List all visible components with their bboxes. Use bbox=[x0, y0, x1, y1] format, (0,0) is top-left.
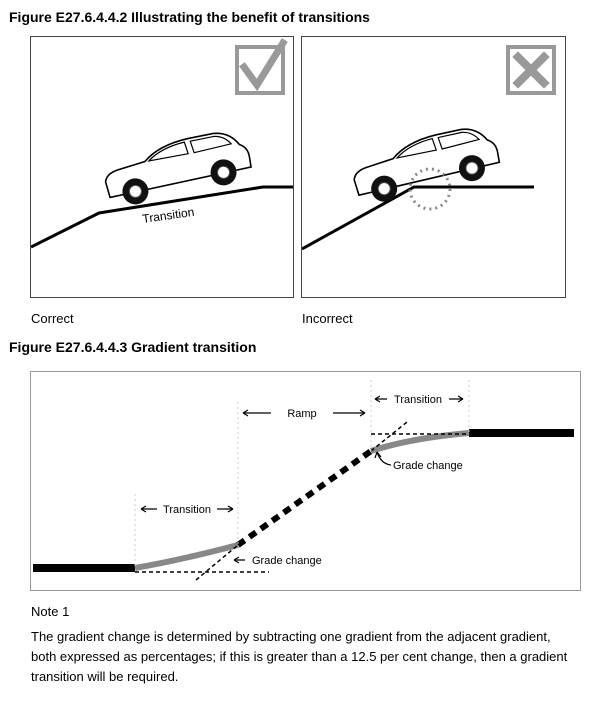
correct-panel: Transition bbox=[30, 36, 294, 298]
ramp-dimension: Ramp bbox=[242, 408, 366, 420]
note-text: The gradient change is determined by sub… bbox=[31, 629, 568, 684]
incorrect-panel bbox=[301, 36, 566, 298]
incorrect-caption: Incorrect bbox=[302, 311, 353, 326]
grade-change-upper-label: Grade change bbox=[393, 460, 463, 472]
ramp-line bbox=[236, 448, 373, 548]
cross-box-icon bbox=[506, 45, 556, 95]
transition-right-dimension: Transition bbox=[374, 394, 464, 406]
transition-left-label: Transition bbox=[163, 504, 211, 516]
transition-left-dimension: Transition bbox=[140, 504, 234, 516]
transition-label: Transition bbox=[141, 205, 195, 226]
figure1-title: Figure E27.6.4.4.2 Illustrating the bene… bbox=[9, 9, 370, 25]
incorrect-illustration bbox=[301, 45, 556, 251]
check-box-icon bbox=[235, 38, 288, 95]
road-line bbox=[30, 185, 293, 249]
gradient-diagram-panel: Transition Ramp Transition Grade change … bbox=[30, 371, 581, 591]
ramp-label: Ramp bbox=[287, 408, 316, 420]
transition-right-label: Transition bbox=[394, 394, 442, 406]
gradient-diagram: Transition Ramp Transition Grade change … bbox=[33, 380, 574, 581]
lower-transition bbox=[134, 542, 239, 571]
road-line bbox=[301, 185, 534, 251]
grade-change-lower-callout: Grade change bbox=[233, 555, 322, 567]
dashed-wheel-icon bbox=[408, 167, 452, 211]
correct-illustration: Transition bbox=[30, 38, 293, 249]
grade-change-lower-label: Grade change bbox=[252, 555, 322, 567]
car-icon bbox=[104, 132, 252, 205]
upper-transition bbox=[370, 430, 470, 454]
figure2-title: Figure E27.6.4.4.3 Gradient transition bbox=[9, 339, 257, 355]
correct-caption: Correct bbox=[31, 311, 74, 326]
lower-ramp-extension bbox=[195, 544, 239, 581]
upper-ramp-extension bbox=[370, 421, 408, 452]
car-icon bbox=[353, 128, 501, 202]
note-label: Note 1 bbox=[31, 604, 70, 619]
grade-change-upper-callout: Grade change bbox=[374, 451, 463, 472]
